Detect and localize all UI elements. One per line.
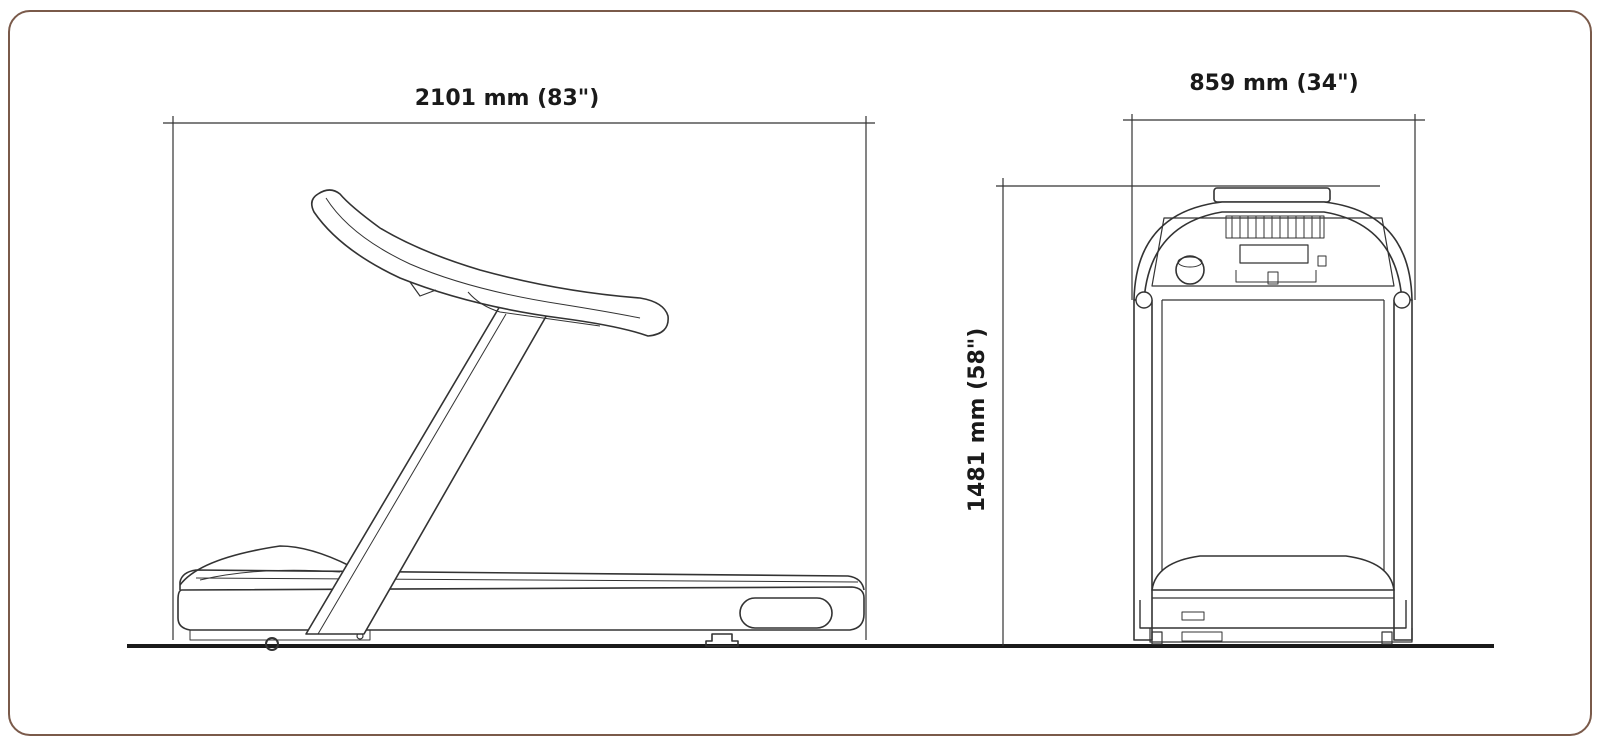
upright-post — [305, 305, 553, 635]
side-view — [163, 116, 875, 651]
front-view — [996, 114, 1425, 646]
deck-base — [177, 586, 865, 631]
rear-handle-slot — [739, 597, 833, 629]
rear-foot — [705, 633, 739, 647]
console-top — [1213, 187, 1331, 203]
handlebar — [310, 189, 669, 337]
width-label: 859 mm (34") — [1189, 71, 1358, 96]
left-side-rail — [1133, 299, 1153, 641]
cup-holder — [1175, 255, 1205, 285]
deck-top-surface — [179, 569, 865, 591]
display-slot — [1239, 244, 1309, 264]
base-front — [1139, 600, 1407, 629]
belt-front — [1151, 555, 1395, 591]
console-hood — [1133, 201, 1413, 301]
length-label: 2101 mm (83") — [415, 86, 600, 111]
diagram-frame — [8, 10, 1592, 736]
speaker-grille — [1225, 215, 1325, 239]
base-badge — [1181, 611, 1205, 621]
right-side-rail — [1393, 299, 1413, 641]
front-wheel — [265, 637, 279, 651]
height-label: 1481 mm (58") — [965, 328, 990, 513]
motor-hood — [179, 545, 351, 586]
base-feet — [1149, 628, 1413, 643]
